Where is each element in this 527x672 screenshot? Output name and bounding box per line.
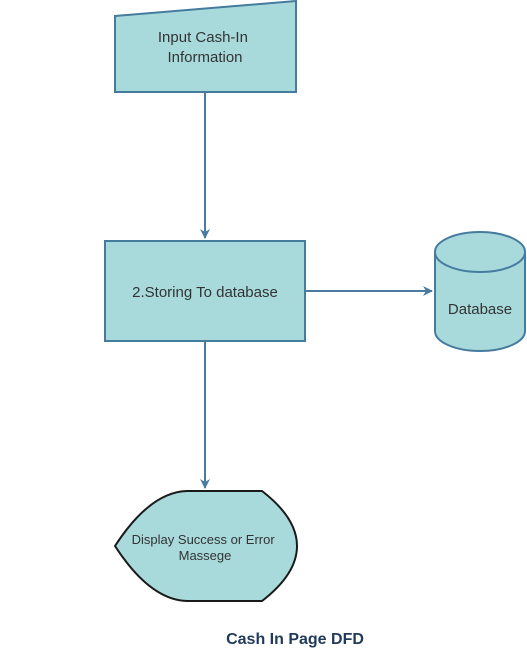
process-node: 2.Storing To database [104,240,306,342]
database-node-label: Database [448,301,512,318]
display-node-label-line2: Massege [179,548,232,563]
svg-text:Input Cash-In Informatio: Input Cash-In Information [158,29,252,66]
display-node: Display Success or Error Massege [113,490,299,602]
process-shape [104,240,306,342]
database-cylinder-top [434,231,526,273]
display-shape [113,490,299,602]
input-node-label-line2: Information [167,49,242,66]
manual-input-shape [114,0,297,93]
database-cylinder-body [434,252,526,352]
input-node: Input Cash-In Information [114,0,297,93]
input-node-label-line1: Input Cash-In [158,29,248,46]
database-node: Database [434,231,526,352]
display-node-label-line1: Display Success or Error [132,532,276,547]
process-node-label: 2.Storing To database [132,284,278,301]
diagram-caption: Cash In Page DFD [226,631,364,648]
svg-text:Display Success or Error: Display Success or Error Massege [132,532,279,563]
